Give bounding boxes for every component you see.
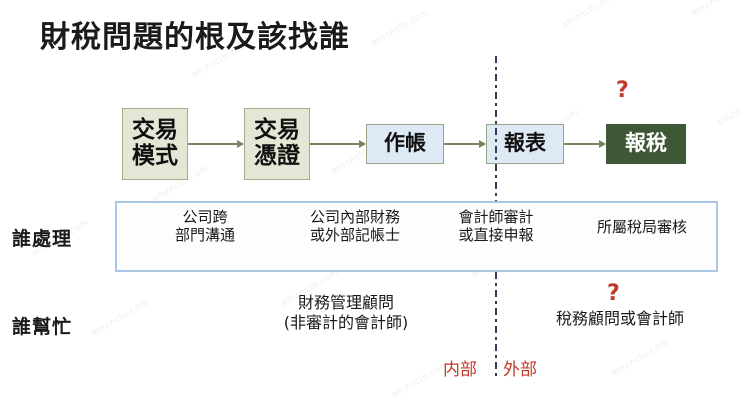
question-mark-annotation-top: ?: [616, 78, 629, 103]
watermark: amzncfo.com: [610, 337, 672, 379]
question-mark-annotation-bottom: ?: [607, 281, 620, 306]
page-title: 財稅問題的根及該找誰: [40, 20, 350, 55]
flow-arrow-icon: [188, 140, 244, 148]
row-label-who-handles: 誰處理: [12, 228, 73, 250]
table-cell: 會計師審計 或直接申報: [458, 208, 534, 245]
table-cell: 公司內部財務 或外部記帳士: [309, 208, 400, 245]
who-handles-strip: [115, 201, 718, 272]
helper-text-internal: 財務管理顧問 (非審計的會計師): [283, 293, 409, 332]
helper-text-external: 稅務顧問或會計師: [555, 309, 684, 328]
flow-arrow-icon: [444, 140, 486, 148]
table-cell: 所屬稅局審核: [596, 218, 687, 236]
watermark: amzncfo.com: [715, 87, 740, 129]
watermark: amzncfo.com: [390, 359, 452, 400]
label-internal: 内部: [443, 360, 477, 380]
watermark: amzncfo.com: [560, 0, 622, 31]
flow-box-trade-voucher: 交易 憑證: [244, 108, 310, 180]
watermark: amzncfo.com: [690, 0, 740, 19]
flow-box-tax-filing: 報稅: [606, 124, 686, 164]
watermark: amzncfo.com: [90, 297, 152, 339]
flow-box-report: 報表: [486, 124, 564, 164]
flow-box-trade-mode: 交易 模式: [122, 108, 188, 180]
flow-box-bookkeeping: 作帳: [366, 124, 444, 164]
table-cell: 公司跨 部門溝通: [174, 208, 235, 245]
flow-arrow-icon: [564, 140, 606, 148]
flow-arrow-icon: [310, 140, 366, 148]
watermark: amzncfo.com: [370, 7, 432, 49]
row-label-who-helps: 誰幫忙: [12, 316, 73, 338]
label-external: 外部: [503, 360, 537, 380]
